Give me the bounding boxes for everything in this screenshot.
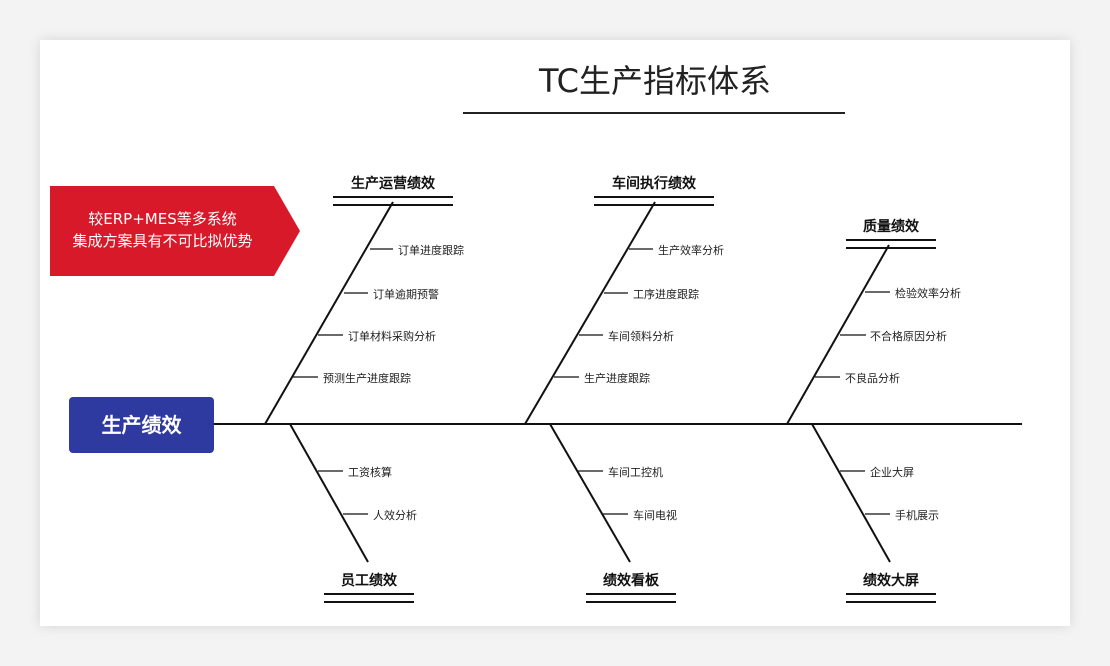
category-underline (324, 593, 414, 603)
rib-line (786, 244, 890, 425)
sub-item-label: 生产效率分析 (658, 244, 724, 257)
rib-line (549, 423, 631, 563)
rib-line (289, 423, 369, 563)
rib-line (811, 423, 891, 563)
sub-item-label: 订单逾期预警 (373, 288, 439, 301)
category-underline (594, 196, 714, 206)
callout-line-2: 集成方案具有不可比拟优势 (72, 232, 253, 250)
sub-item-label: 企业大屏 (870, 466, 914, 479)
sub-item-label: 预测生产进度跟踪 (323, 372, 411, 385)
category-label: 绩效看板 (603, 573, 659, 589)
sub-item-label: 检验效率分析 (895, 287, 961, 300)
category-label: 生产运营绩效 (351, 176, 435, 192)
title-underline (463, 112, 845, 114)
sub-item-label: 工序进度跟踪 (633, 288, 699, 301)
category-label: 绩效大屏 (863, 573, 919, 589)
fishbone-head: 生产绩效 (69, 397, 214, 453)
sub-item-label: 手机展示 (895, 509, 939, 522)
sub-item-label: 不良品分析 (845, 372, 900, 385)
sub-item-label: 工资核算 (348, 466, 392, 479)
sub-item-label: 订单材料采购分析 (348, 330, 436, 343)
sub-item-label: 车间领料分析 (608, 330, 674, 343)
slide-canvas (40, 40, 1070, 626)
category-label: 质量绩效 (863, 219, 919, 235)
callout-banner: 较ERP+MES等多系统 集成方案具有不可比拟优势 (50, 186, 300, 276)
category-label: 员工绩效 (341, 573, 397, 589)
category-underline (846, 239, 936, 249)
category-underline (846, 593, 936, 603)
sub-item-label: 生产进度跟踪 (584, 372, 650, 385)
rib-line (524, 201, 656, 425)
callout-line-1: 较ERP+MES等多系统 (88, 210, 237, 228)
callout-arrow-shape (50, 186, 300, 276)
sub-item-label: 订单进度跟踪 (398, 244, 464, 257)
sub-item-label: 不合格原因分析 (870, 330, 947, 343)
category-label: 车间执行绩效 (612, 176, 696, 192)
sub-item-label: 人效分析 (373, 509, 417, 522)
category-underline (333, 196, 453, 206)
category-underline (586, 593, 676, 603)
diagram-title: TC生产指标体系 (538, 62, 772, 100)
rib-line (264, 201, 394, 425)
sub-item-label: 车间电视 (633, 509, 677, 522)
sub-item-label: 车间工控机 (608, 466, 663, 479)
